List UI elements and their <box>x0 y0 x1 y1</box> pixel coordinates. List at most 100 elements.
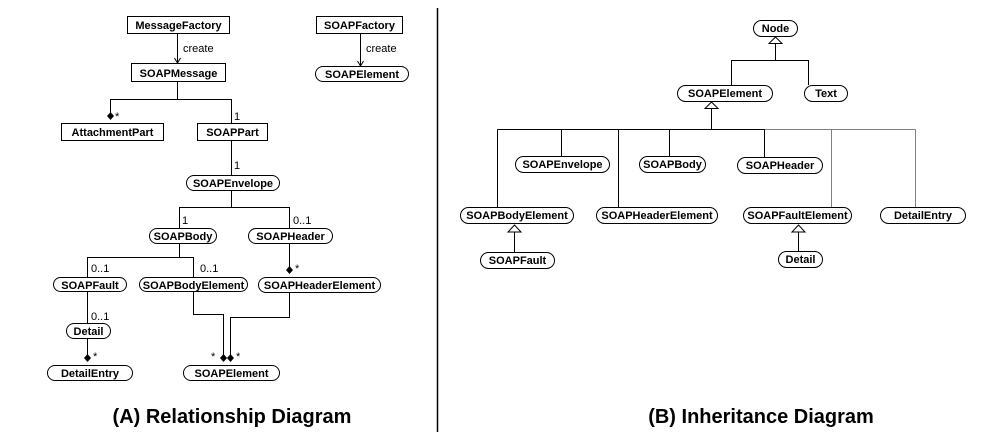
node-soapheaderelement[interactable]: SOAPHeaderElement <box>258 277 381 293</box>
node-label: SOAPElement <box>688 88 762 100</box>
connector-soapmessage-attachmentpart <box>110 82 178 116</box>
multiplicity-label: 0..1 <box>200 263 218 275</box>
node-label: SOAPHeader <box>746 160 815 172</box>
diamond-icon <box>220 354 227 362</box>
interface-pill <box>515 156 610 173</box>
inh-node-soapbodyelement[interactable]: SOAPBodyElement <box>460 207 574 224</box>
node-label: Text <box>815 88 837 100</box>
inh-node-soapfault[interactable]: SOAPFault <box>480 252 555 269</box>
interface-pill <box>460 207 574 224</box>
interface-pill <box>53 277 127 292</box>
multiplicity-label: 1 <box>234 160 240 172</box>
interface-pill <box>737 157 823 174</box>
node-label: SOAPMessage <box>140 68 218 80</box>
interface-pill <box>139 277 248 292</box>
inh-node-soapenvelope[interactable]: SOAPEnvelope <box>515 156 610 173</box>
multiplicity-label: * <box>236 351 241 363</box>
node-label: Detail <box>74 326 104 338</box>
connector-soapheaderelement-soapelement <box>230 292 290 358</box>
inh-node-soapheaderelement[interactable]: SOAPHeaderElement <box>596 207 718 224</box>
node-label: SOAPHeader <box>256 231 325 243</box>
interface-pill <box>880 207 966 224</box>
node-soapmessage[interactable]: SOAPMessage <box>131 63 226 82</box>
node-label: AttachmentPart <box>72 127 154 139</box>
node-soapbodyelement[interactable]: SOAPBodyElement <box>139 277 248 293</box>
node-messagefactory[interactable]: MessageFactory <box>127 16 230 34</box>
node-soapenvelope[interactable]: SOAPEnvelope <box>186 175 280 191</box>
interface-pill <box>677 85 773 102</box>
node-label: SOAPEnvelope <box>193 178 273 190</box>
inh-node-detailentry[interactable]: DetailEntry <box>880 207 966 224</box>
multiplicity-label: 0..1 <box>293 215 311 227</box>
interface-pill <box>258 277 381 293</box>
connector-soapbody-soapfault <box>87 243 180 277</box>
caption-relationship-diagram: (A) Relationship Diagram <box>113 406 352 428</box>
class-box <box>127 16 230 34</box>
node-label: SOAPElement <box>195 368 269 380</box>
interface-pill <box>753 20 798 37</box>
interface-pill <box>315 66 409 82</box>
diamond-icon <box>227 354 234 362</box>
node-soapheader[interactable]: SOAPHeader <box>248 228 333 244</box>
diamond-icon <box>84 354 91 362</box>
node-label: SOAPBody <box>643 159 703 171</box>
multiplicity-label: 0..1 <box>91 311 109 323</box>
class-box <box>61 123 164 141</box>
interface-pill <box>248 228 333 244</box>
generalization-arrows <box>506 36 807 233</box>
node-label: SOAPFault <box>489 255 547 267</box>
node-label: SOAPBodyElement <box>143 280 245 292</box>
node-label: DetailEntry <box>894 210 953 222</box>
interface-pill <box>804 85 848 102</box>
multiplicity-label: * <box>295 263 300 275</box>
interface-pill <box>186 175 280 191</box>
node-soapfault[interactable]: SOAPFault <box>53 277 127 293</box>
interface-pill <box>183 365 280 381</box>
multiplicity-label: * <box>93 351 98 363</box>
connector-soapmessage-soappart <box>177 99 232 123</box>
hollow-triangle-icon <box>790 224 807 233</box>
diamond-icon <box>107 112 114 120</box>
interface-pill <box>596 207 718 224</box>
connector-soapenvelope-soapbody <box>179 190 232 228</box>
inheritance-connectors <box>497 43 916 252</box>
inh-node-soapbody[interactable]: SOAPBody <box>639 156 706 173</box>
caption-inheritance-diagram: (B) Inheritance Diagram <box>648 406 874 428</box>
inh-node-text[interactable]: Text <box>804 85 848 102</box>
node-soapelement-relationship[interactable]: SOAPElement <box>183 365 280 381</box>
class-box <box>316 16 403 34</box>
node-soapfactory[interactable]: SOAPFactory <box>316 16 403 34</box>
connector-soapbody-soapbodyelement <box>179 257 194 277</box>
interface-pill <box>778 251 823 268</box>
node-label: MessageFactory <box>135 20 222 32</box>
inh-node-soapfaultelement[interactable]: SOAPFaultElement <box>743 207 852 224</box>
interface-pill <box>149 228 217 244</box>
node-soappart[interactable]: SOAPPart <box>197 123 268 141</box>
node-label: Detail <box>786 254 816 266</box>
hollow-triangle-icon <box>506 224 523 233</box>
hollow-triangle-icon <box>767 36 784 44</box>
inheritance-diagram: Node SOAPElement Text SOAPEnvelope SOAPB… <box>460 20 966 428</box>
node-attachmentpart[interactable]: AttachmentPart <box>61 123 164 141</box>
inh-node-detail[interactable]: Detail <box>778 251 823 268</box>
inh-node-node[interactable]: Node <box>753 20 798 37</box>
interface-pill <box>639 156 706 173</box>
interface-pill <box>66 323 111 339</box>
node-detailentry[interactable]: DetailEntry <box>47 365 133 381</box>
hollow-triangle-icon <box>703 101 720 109</box>
interface-pill <box>47 365 133 381</box>
connector-soapbodyelement-soapelement <box>193 292 224 358</box>
interface-pill <box>743 207 852 224</box>
relationship-diagram: create * 1 1 1 0..1 0..1 0..1 * 0..1 * *… <box>47 16 409 428</box>
multiplicity-label: 1 <box>234 111 240 123</box>
inh-node-soapheader[interactable]: SOAPHeader <box>737 157 823 174</box>
node-soapbody[interactable]: SOAPBody <box>149 228 217 244</box>
multiplicity-label: 0..1 <box>91 263 109 275</box>
node-soapelement-factory[interactable]: SOAPElement <box>315 66 409 82</box>
multiplicity-label: 1 <box>182 215 188 227</box>
relationship-connectors <box>87 33 364 358</box>
inh-node-soapelement[interactable]: SOAPElement <box>677 85 773 102</box>
node-label: SOAPHeaderElement <box>601 210 713 222</box>
node-detail[interactable]: Detail <box>66 323 111 339</box>
